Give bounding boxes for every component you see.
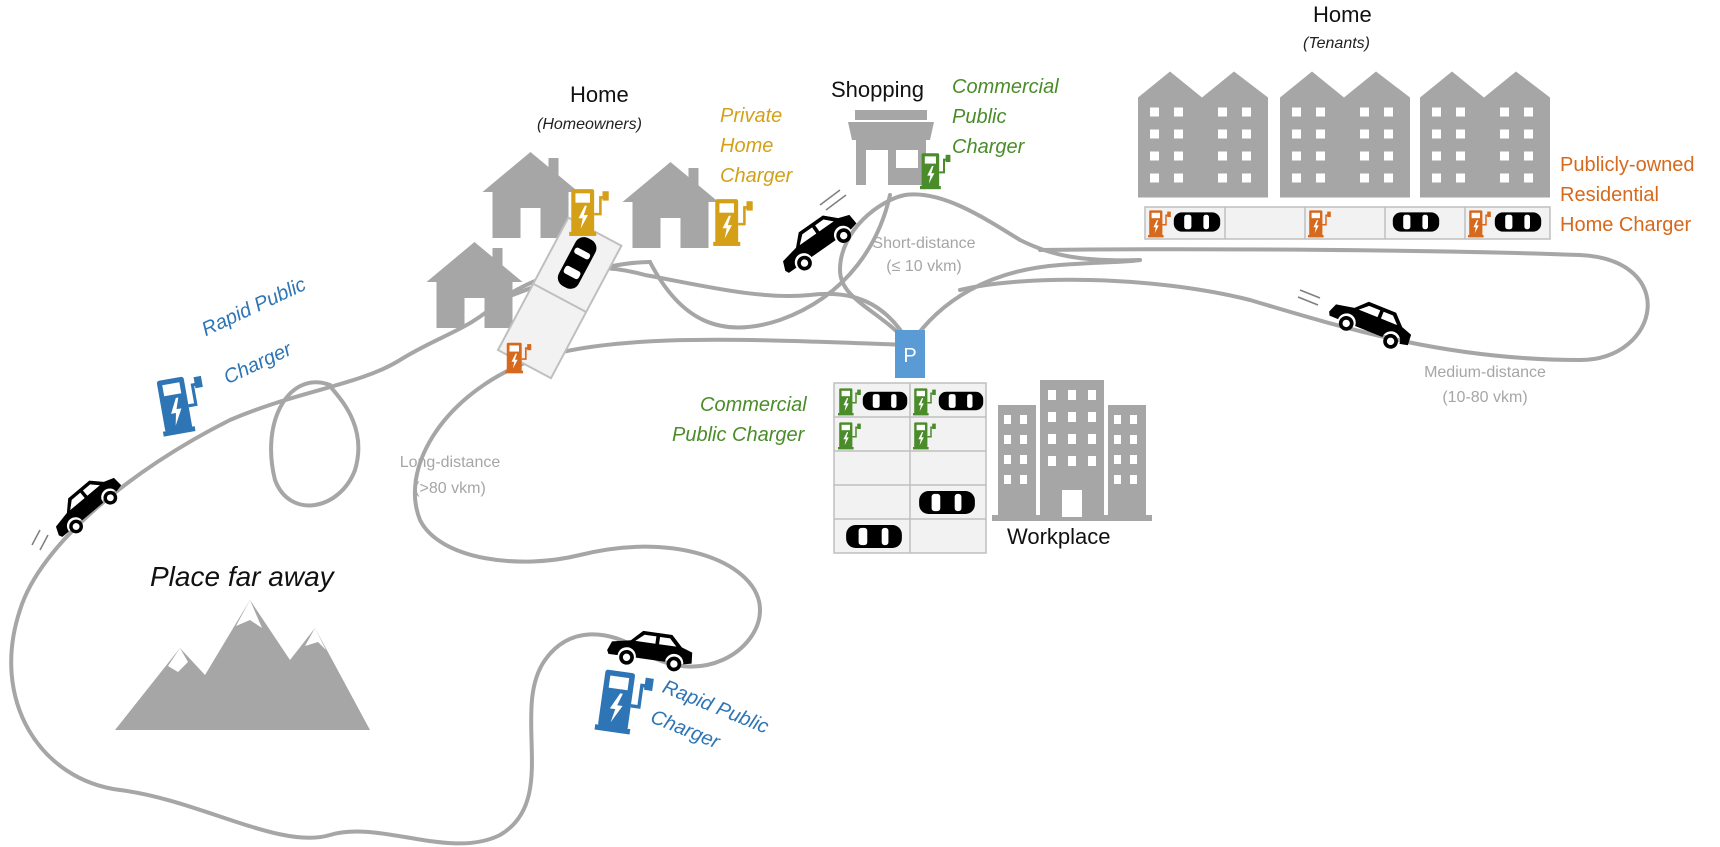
ev-charger-icon [712,197,755,247]
apartment-building-icon [1420,71,1550,198]
place-far-away-label: Place far away [150,561,334,592]
short-distance-label-1: Short-distance [872,235,976,252]
ev-charger-icon [920,152,952,190]
long-distance-label-1: Long-distance [399,454,501,471]
mountain-icon [115,600,370,730]
ev-charger-icon [568,187,611,237]
commercial-charger-top-label-1: Commercial [952,76,1059,98]
house-icon [622,162,719,248]
ev-charger-icon [152,371,212,438]
home-homeowners-title: Home [570,82,629,107]
parking-sign-icon: P [895,330,925,378]
long-distance-label-2: (>80 vkm) [414,480,486,497]
home-homeowners-subtitle: (Homeowners) [537,116,642,133]
publicly-owned-charger-label-2: Residential [1560,184,1659,206]
workplace-label: Workplace [1007,524,1111,549]
publicly-owned-charger-label-1: Publicly-owned [1560,154,1695,176]
car-icon [44,466,128,544]
publicly-owned-charger-label-3: Home Charger [1560,214,1692,236]
commercial-charger-top-label-3: Charger [952,136,1025,158]
commercial-charger-top-label-2: Public [952,106,1007,128]
private-home-charger-label-1: Private [720,105,783,127]
ev-charger-icon [593,667,656,739]
medium-distance-label-1: Medium-distance [1424,364,1546,381]
shop-icon [848,110,934,185]
private-home-charger-label-3: Charger [720,165,793,187]
shopping-title: Shopping [831,77,924,102]
svg-text:P: P [903,345,916,367]
apartment-building-icon [1280,71,1410,198]
medium-distance-label-2: (10-80 vkm) [1442,389,1528,406]
motion-lines [31,189,1321,551]
tenant-parking-row [1144,206,1551,240]
commercial-charger-work-label-2: Public Charger [672,424,805,446]
workplace-parking-lot [833,382,987,554]
driveway-parking [496,216,623,380]
office-building-icon [992,380,1152,521]
apartment-building-icon [1138,71,1268,198]
short-distance-label-2: (≤ 10 vkm) [886,258,962,275]
house-icon [426,242,523,328]
commercial-charger-work-label-1: Commercial [700,394,807,416]
private-home-charger-label-2: Home [720,135,774,157]
home-tenants-subtitle: (Tenants) [1303,35,1370,52]
car-icon [1324,289,1418,355]
home-tenants-title: Home [1313,2,1372,27]
